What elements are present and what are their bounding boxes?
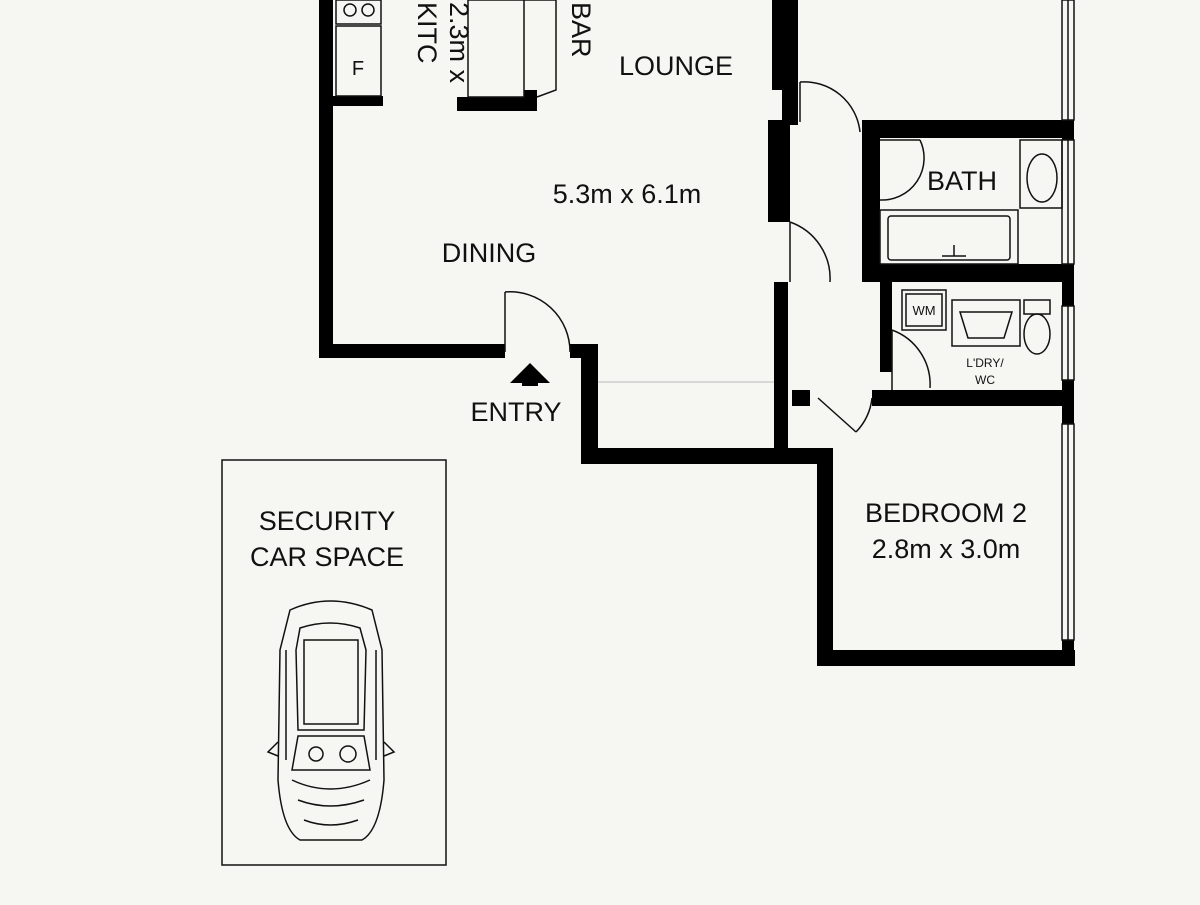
bedroom2-south-wall: [817, 650, 1075, 666]
lounge-dining-dimensions: 5.3m x 6.1m: [553, 179, 702, 209]
entry-label: ENTRY: [470, 397, 561, 427]
laundry-label-line2: WC: [975, 373, 995, 387]
bath-north-wall: [862, 120, 1062, 138]
bathroom: [879, 139, 1063, 265]
kitchen-bench-base: [333, 96, 383, 106]
bar-base-wall: [457, 97, 537, 111]
dining-label: DINING: [442, 238, 537, 268]
laundry-door-swing: [891, 329, 931, 389]
fridge-label: F: [352, 58, 364, 80]
washing-machine-label: WM: [912, 303, 935, 318]
car-space-label-line1: SECURITY: [259, 506, 396, 536]
bar-label: BAR: [566, 2, 596, 58]
laundry-tub: [951, 299, 1021, 347]
toilet-cistern: [1023, 299, 1051, 315]
kitchen-name: KITC: [412, 2, 442, 64]
bath-west-wall: [862, 120, 880, 278]
bedroom2-door-swing: [855, 397, 873, 433]
hall-partition: [774, 282, 788, 448]
basin-icon: [1026, 153, 1058, 203]
lounge-east-wall: [782, 0, 798, 125]
bedroom2-dimensions: 2.8m x 3.0m: [872, 534, 1021, 564]
west-wall: [319, 0, 333, 358]
doors: [504, 81, 931, 433]
kitchen: [335, 0, 557, 98]
east-wall-segment-b: [1062, 264, 1074, 306]
lounge-hall-door-swing: [789, 221, 831, 283]
lounge-east-wall-upper: [772, 0, 782, 90]
bedroom2-label: BEDROOM 2: [865, 498, 1027, 528]
kitchen-dimensions: 2.3m x: [444, 2, 474, 84]
bathtub: [879, 209, 1019, 265]
entry-door-swing: [504, 291, 571, 353]
hall-pier: [768, 120, 790, 222]
east-wall-segment-a: [1062, 120, 1074, 140]
hall-door-swing-upper: [799, 81, 861, 133]
laundry-label-line1: L'DRY/: [966, 356, 1004, 370]
bar-counter: [524, 0, 557, 98]
walls: [319, 0, 1075, 666]
fridge: [335, 25, 382, 97]
laundry-south-wall: [872, 390, 1072, 406]
cooktop: [335, 0, 382, 25]
east-wall-segment-d: [1062, 640, 1074, 666]
dining-south-wall: [319, 344, 505, 358]
bath-south-wall: [862, 264, 1072, 282]
laundry-west-wall: [880, 282, 892, 372]
car-space-outline: [221, 459, 447, 866]
kitchen-bench: [467, 0, 525, 98]
bedroom2-west-wall: [817, 448, 833, 666]
hotplate-icon: [343, 3, 357, 17]
laundry-wc: [901, 289, 1051, 355]
lounge-label: LOUNGE: [619, 51, 733, 81]
hotplate-icon: [361, 3, 375, 17]
bedroom-wall-stub: [792, 390, 810, 406]
vanity: [1019, 139, 1063, 209]
east-wall-segment-c: [1062, 380, 1074, 424]
toilet-icon: [1023, 313, 1051, 355]
windows: [598, 0, 1075, 641]
car-space-label-line2: CAR SPACE: [250, 542, 404, 572]
up-arrow-icon: [510, 363, 550, 386]
bar-corner: [524, 90, 537, 111]
bath-label: BATH: [927, 166, 997, 196]
entry-east-wall: [581, 344, 598, 464]
washing-machine: [901, 289, 947, 331]
corridor-south-wall: [581, 448, 831, 464]
car-icon: [266, 600, 396, 841]
bath-door-swing: [879, 139, 925, 201]
